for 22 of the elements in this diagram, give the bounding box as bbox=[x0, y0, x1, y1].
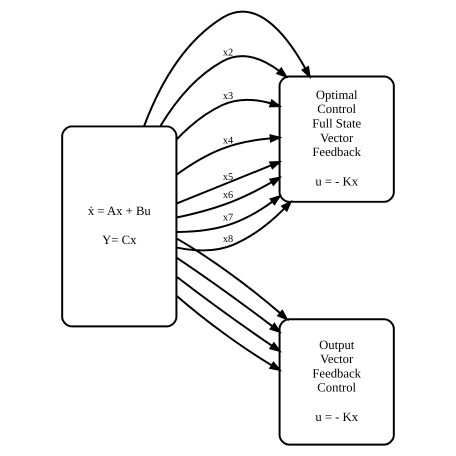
arrow bbox=[176, 176, 282, 218]
edge-label: x2 bbox=[222, 47, 234, 58]
arrow bbox=[176, 160, 282, 205]
edge-label: x7 bbox=[222, 212, 234, 224]
arrow bbox=[176, 194, 282, 233]
edge-label: x3 bbox=[222, 90, 234, 102]
node-box: ẋ = Ax + Bu Y= Cx bbox=[61, 125, 178, 328]
arrow bbox=[176, 134, 282, 176]
arrow bbox=[176, 256, 282, 334]
arrow bbox=[176, 200, 293, 252]
arrow bbox=[176, 276, 282, 352]
edge-label: x8 bbox=[222, 234, 234, 245]
arrow bbox=[176, 98, 282, 140]
arrow bbox=[159, 55, 288, 127]
node-box: Output Vector Feedback Control u = - Kx bbox=[278, 318, 395, 446]
arrow bbox=[143, 10, 311, 127]
arrow bbox=[176, 294, 282, 372]
edge-label: x4 bbox=[222, 135, 234, 146]
edge-label: x5 bbox=[222, 172, 234, 183]
arrow bbox=[176, 238, 290, 322]
edge-label: x6 bbox=[222, 190, 234, 202]
node-box: Optimal Control Full State Vector Feedback u = - Kx bbox=[278, 75, 395, 203]
